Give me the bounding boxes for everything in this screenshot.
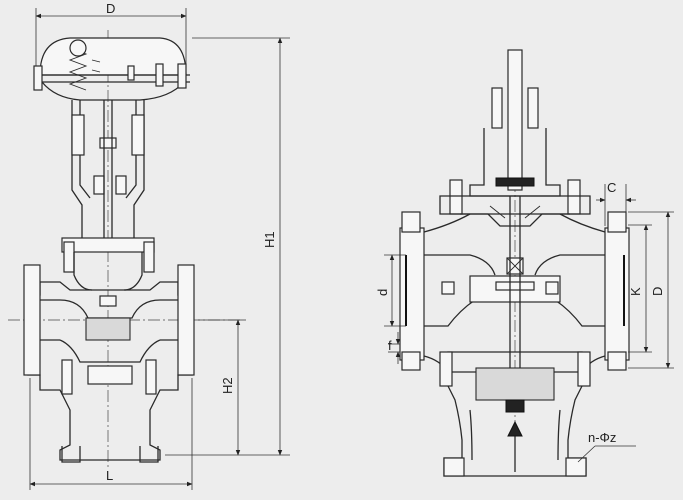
dim-label-d: d [375, 289, 390, 296]
left-valve-body [23, 237, 195, 463]
dim-label-D-right: D [650, 287, 665, 296]
dim-label-L: L [106, 468, 113, 483]
dim-label-H2: H2 [220, 377, 235, 394]
dim-label-C: C [607, 180, 616, 195]
dim-label-K: K [628, 287, 643, 296]
dim-label-f: f [388, 338, 392, 353]
left-view: D H1 H2 L [8, 1, 290, 490]
left-actuator [33, 37, 190, 250]
right-valve-body [399, 196, 630, 477]
dim-label-n-phi-z: n-Φz [588, 430, 616, 445]
right-view: C K D d f n-Φz [375, 49, 674, 477]
dim-label-D-left: D [106, 1, 115, 16]
right-bonnet [439, 49, 591, 227]
dim-label-H1: H1 [262, 231, 277, 248]
